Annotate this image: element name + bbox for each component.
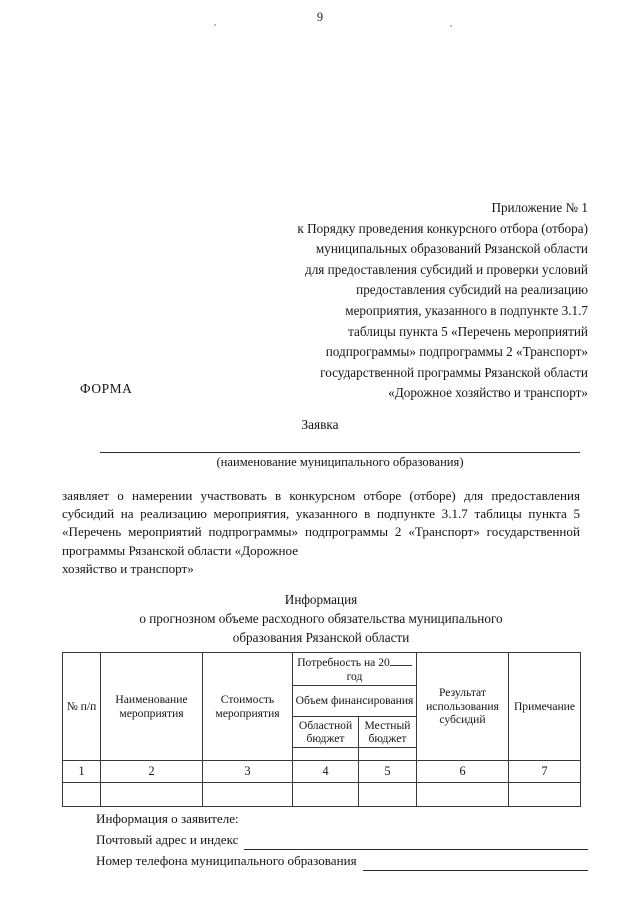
appendix-line: подпрограммы» подпрограммы 2 «Транспорт» [325,344,588,360]
body-paragraph-last-line: хозяйство и транспорт» [62,560,194,576]
table-row[interactable] [62,782,581,807]
info-heading: Информация о прогнозном объеме расходног… [62,590,580,647]
applicant-address-rule[interactable] [244,835,588,850]
appendix-line: Приложение № 1 [491,200,588,215]
applicant-phone-row: Номер телефона муниципального образовани… [96,850,588,871]
applicant-phone-label: Номер телефона муниципального образовани… [96,853,357,868]
column-number: 4 [292,760,359,783]
expenditure-table-wrapper: № п/п Наименование мероприятия Стоимость… [62,652,581,807]
municipality-name-caption: (наименование муниципального образования… [216,455,464,469]
header-cell-subsidy-result: Результат использования субсидий [416,652,509,761]
appendix-line: для предоставления субсидий и проверки у… [305,261,588,277]
forma-label: ФОРМА [80,381,133,396]
applicant-address-row: Почтовый адрес и индекс [96,829,588,850]
applicant-phone-rule[interactable] [362,856,588,871]
column-number: 5 [358,760,417,783]
applicant-address-label: Почтовый адрес и индекс [96,832,239,847]
table-number-row: 1 2 3 4 5 6 7 [62,760,581,783]
expenditure-table: № п/п Наименование мероприятия Стоимость… [62,652,581,807]
appendix-line: муниципальных образований Рязанской обла… [315,241,588,257]
info-heading-line: Информация [284,592,358,607]
data-cell[interactable] [416,782,509,807]
data-cell[interactable] [358,782,417,807]
header-cell-measure-cost: Стоимость мероприятия [202,652,293,761]
body-paragraph: заявляет о намерении участвовать в конку… [62,487,580,578]
column-number: 1 [62,760,101,783]
info-heading-line: образования Рязанской области [232,630,410,645]
appendix-header: Приложение № 1 к Порядку проведения конк… [238,198,588,404]
appendix-line: предоставления субсидий на реализацию [356,282,588,298]
header-cell-measure-name: Наименование мероприятия [100,652,203,761]
body-paragraph-text: заявляет о намерении участвовать в конку… [62,488,580,558]
column-number: 2 [100,760,203,783]
header-cell-funding-volume: Объем финансирования [292,685,417,717]
column-number: 3 [202,760,293,783]
column-number: 7 [508,760,581,783]
applicant-heading-row: Информация о заявителе: [96,808,588,829]
applicant-info-block: Информация о заявителе: Почтовый адрес и… [96,808,588,871]
appendix-line: таблицы пункта 5 «Перечень мероприятий [348,323,588,339]
data-cell[interactable] [100,782,203,807]
header-spacer-cell [358,747,417,761]
header-spacer-cell [292,747,359,761]
municipality-name-rule [100,452,580,453]
data-cell[interactable] [292,782,359,807]
scan-speck [214,24,216,26]
applicant-heading: Информация о заявителе: [96,811,239,826]
page-number: 9 [316,10,324,24]
header-cell-need-year: Потребность на 20 год [292,652,417,686]
column-number: 6 [416,760,509,783]
table-header-spacer-row [63,747,581,761]
data-cell[interactable] [62,782,101,807]
info-heading-line: о прогнозном объеме расходного обязатель… [139,611,503,626]
header-need-year-text: Потребность на 20 [297,656,390,670]
scan-speck [450,25,452,27]
header-cell-notes: Примечание [508,652,581,761]
header-need-year-suffix: год [346,669,363,683]
table-header-subrow: Областной бюджет Местный бюджет [63,716,581,748]
table-header-row: № п/п Наименование мероприятия Стоимость… [62,652,581,761]
year-blank [389,655,412,667]
appendix-line: к Порядку проведения конкурсного отбора … [297,220,588,236]
table-header-subrow: Объем финансирования [63,685,581,717]
appendix-line: мероприятия, указанного в подпункте 3.1.… [345,302,588,318]
appendix-line: «Дорожное хозяйство и транспорт» [388,385,588,401]
appendix-line: государственной программы Рязанской обла… [320,364,588,380]
header-cell-regional-budget: Областной бюджет [292,716,359,748]
data-cell[interactable] [508,782,581,807]
header-cell-local-budget: Местный бюджет [358,716,417,748]
document-title: Заявка [301,417,339,432]
data-cell[interactable] [202,782,293,807]
header-cell-number: № п/п [62,652,101,761]
